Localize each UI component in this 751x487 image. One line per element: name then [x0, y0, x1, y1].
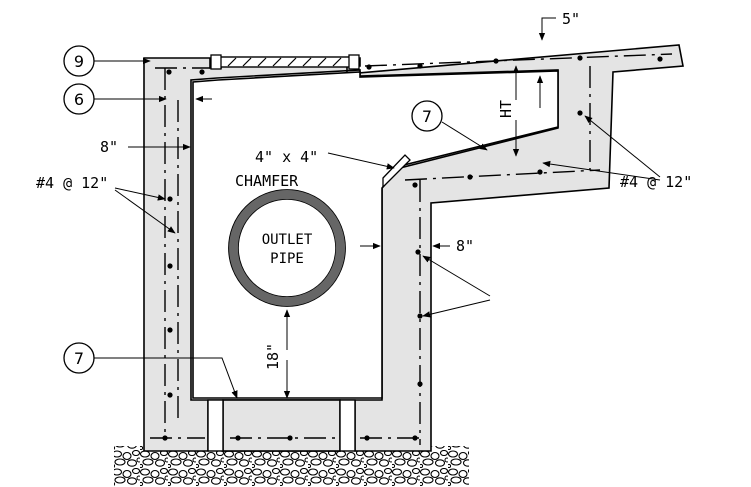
outlet-label-line1: OUTLET: [262, 232, 313, 248]
rebar-right-label: #4 @ 12": [620, 173, 692, 191]
callout-9: 9: [74, 52, 84, 71]
height-label: HT: [497, 100, 515, 118]
callout-7-top-leader: [441, 121, 488, 151]
chamfer: [382, 154, 411, 189]
callout-7-top: 7: [422, 107, 432, 126]
chamfer-leader: [327, 152, 395, 170]
slab-joint-right: [339, 399, 356, 452]
grate-frame-left: [210, 54, 222, 70]
callout-7-bottom: 7: [74, 349, 84, 368]
rebar-left-leader-1: [114, 187, 166, 201]
grate-hatch: [227, 57, 342, 67]
rebar-left-leader-2: [114, 189, 176, 234]
gravel-base: [114, 446, 469, 486]
left-wall-thickness-label: 8": [100, 138, 118, 156]
callout-6: 6: [74, 90, 84, 109]
slab-thickness-label: 5": [562, 10, 580, 28]
rebar-wall-leader-1: [422, 255, 491, 297]
chamfer-label-line2: CHAMFER: [235, 172, 299, 190]
rebar-wall-leader-2: [422, 299, 491, 318]
grate-frame-right: [348, 54, 360, 70]
chamfer-label-line1: 4" x 4": [255, 148, 318, 166]
grate: [217, 56, 356, 68]
outlet-label-line2: PIPE: [270, 251, 304, 267]
slab-joint-left: [207, 399, 224, 452]
rebar-right-leader-1: [584, 115, 661, 178]
pipe-clearance-label: 18": [264, 343, 282, 370]
callout-7-bottom-leader: [94, 357, 238, 399]
right-wall-thickness-label: 8": [456, 237, 474, 255]
callout-7-top-circle: [411, 100, 443, 132]
rebar-dots: [162, 55, 663, 441]
slab-thickness-leader: [538, 17, 556, 41]
outlet-pipe-inner: [237, 198, 337, 298]
bottom-slab: [222, 399, 341, 452]
rebar-left-label: #4 @ 12": [36, 174, 108, 192]
rebar-right-leader-2: [542, 160, 661, 181]
